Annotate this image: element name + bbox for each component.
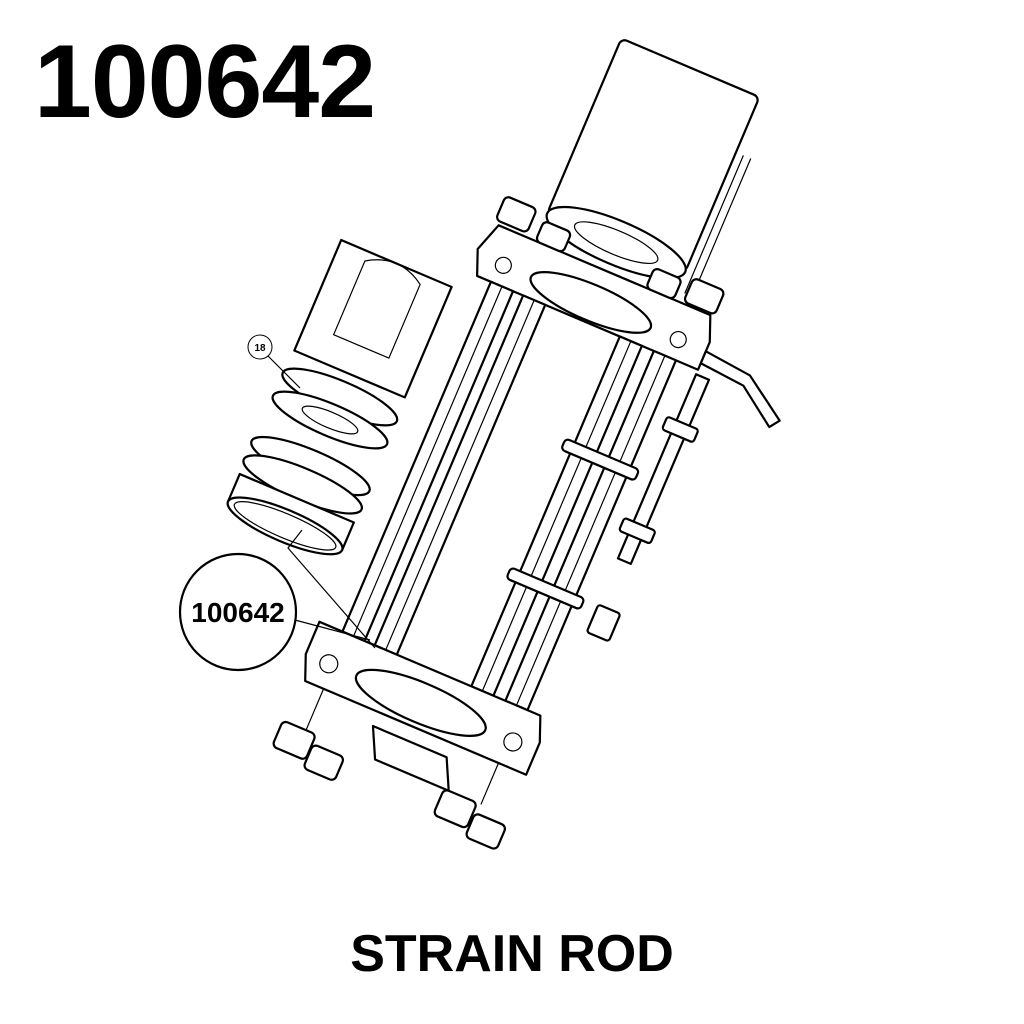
exploded-seal-parts [226,238,453,556]
callout-18-leader [267,355,301,389]
sensor-rod [506,373,711,642]
drawing-caption: STRAIN ROD [350,925,674,983]
top-plate [476,224,712,371]
lever-handle [699,350,781,429]
motor-cylinder [545,39,759,297]
bottom-nuts [272,688,507,850]
callout-18: 18 [247,334,273,360]
seal-leader [287,529,376,649]
strain-rods [341,280,678,712]
top-nuts [496,196,725,315]
part-number-title: 100642 [34,24,376,140]
callout-part-number: 100642 [178,552,298,672]
bottom-plate [304,620,542,776]
callout-18-label: 18 [254,343,266,354]
callout-100642-leader [294,619,371,641]
callout-part-number-label: 100642 [191,597,284,628]
strain-rod-assembly [272,39,781,850]
